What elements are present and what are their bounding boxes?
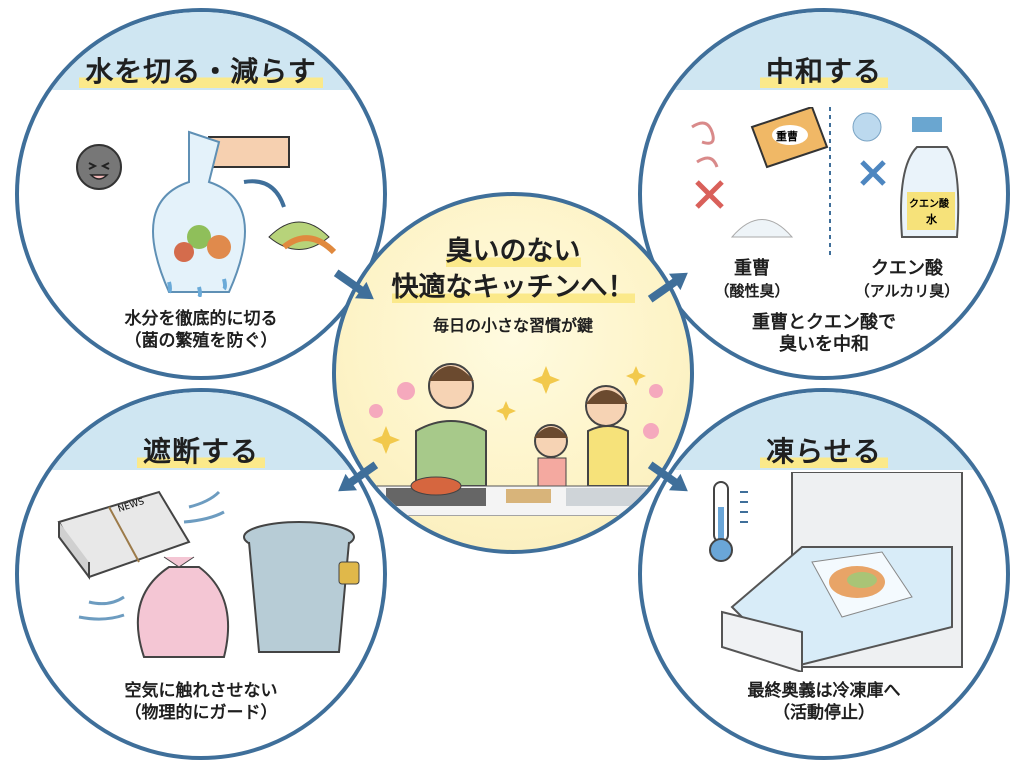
neutralize-illustration: 重曹 クエン酸 水 <box>691 107 960 257</box>
section-title: 水を切る・減らす <box>19 50 383 90</box>
germ-icon <box>76 144 122 190</box>
center-title: 臭いのない 快適なキッチンへ！ <box>391 236 635 303</box>
section-caption: 水分を徹底的に切る （菌の繁殖を防ぐ） <box>124 309 278 351</box>
citric-acid-label: クエン酸 （アルカリ臭） <box>854 258 960 300</box>
section-caption: 空気に触れさせない （物理的にガード） <box>124 681 278 723</box>
center-subtitle: 毎日の小さな習慣が鍵 <box>432 316 593 335</box>
section-caption: 最終奥義は冷凍庫へ （活動停止） <box>747 681 901 723</box>
baking-soda-label: 重曹 （酸性臭） <box>714 258 790 300</box>
section-freeze: 凍らせる 最終奥義は冷凍庫へ （活動停止） <box>638 388 1010 760</box>
seal-illustration: NEWS <box>57 490 360 658</box>
wind-icon <box>78 490 225 621</box>
arrow-to-neutralize <box>644 265 693 308</box>
flower-icon <box>369 382 663 439</box>
baking-soda-box-icon <box>750 107 829 169</box>
arrow-from-drain <box>330 265 379 308</box>
frozen-food-bag-icon <box>811 551 913 618</box>
section-title: 遮断する <box>19 430 383 470</box>
section-title: 凍らせる <box>642 430 1006 470</box>
trash-bag-icon <box>136 556 230 658</box>
section-caption: 重曹とクエン酸で 臭いを中和 <box>752 312 896 355</box>
cutting-board-icon <box>506 489 551 503</box>
father-icon <box>415 363 487 487</box>
child-icon <box>534 424 568 487</box>
sink-icon <box>566 488 646 506</box>
padlock-icon <box>338 561 360 585</box>
svg-text:水: 水 <box>926 212 938 226</box>
drain-bag-illustration <box>76 130 337 297</box>
vegetable-peels-icon <box>268 221 337 255</box>
center-goal: 臭いのない 快適なキッチンへ！ 毎日の小さな習慣が鍵 <box>332 192 694 554</box>
section-drain-water: 水を切る・減らす 水分を徹底的に切る （菌の繁殖を防ぐ） <box>15 8 387 380</box>
section-seal: 遮断する NEWS 空気に触れさせない （物理的にガード） <box>15 388 387 760</box>
section-title: 中和する <box>642 50 1006 90</box>
frying-pan-icon <box>410 476 462 496</box>
svg-text:クエン酸: クエン酸 <box>909 197 950 210</box>
family-cooking-illustration <box>356 363 676 516</box>
mother-icon <box>585 385 629 487</box>
thermometer-icon <box>709 481 748 562</box>
hand-icon <box>208 136 290 168</box>
newspaper-bundle-icon <box>57 490 191 580</box>
arrow-to-seal <box>332 457 381 500</box>
spray-bottle-icon <box>900 117 960 238</box>
acid-smell-icon <box>691 121 719 168</box>
alkaline-smell-icon <box>852 112 882 142</box>
svg-text:重曹: 重曹 <box>776 129 798 143</box>
freezer-illustration <box>709 472 963 672</box>
arrow-to-freeze <box>644 457 693 500</box>
section-neutralize: 中和する 重曹 クエン酸 水 重曹 （酸性臭） クエン酸 （アルカリ臭） 重曹と… <box>638 8 1010 380</box>
trash-can-icon <box>243 521 360 653</box>
cross-red-icon <box>695 180 724 209</box>
cross-blue-icon <box>860 160 886 186</box>
sparkle-icon <box>372 366 646 454</box>
